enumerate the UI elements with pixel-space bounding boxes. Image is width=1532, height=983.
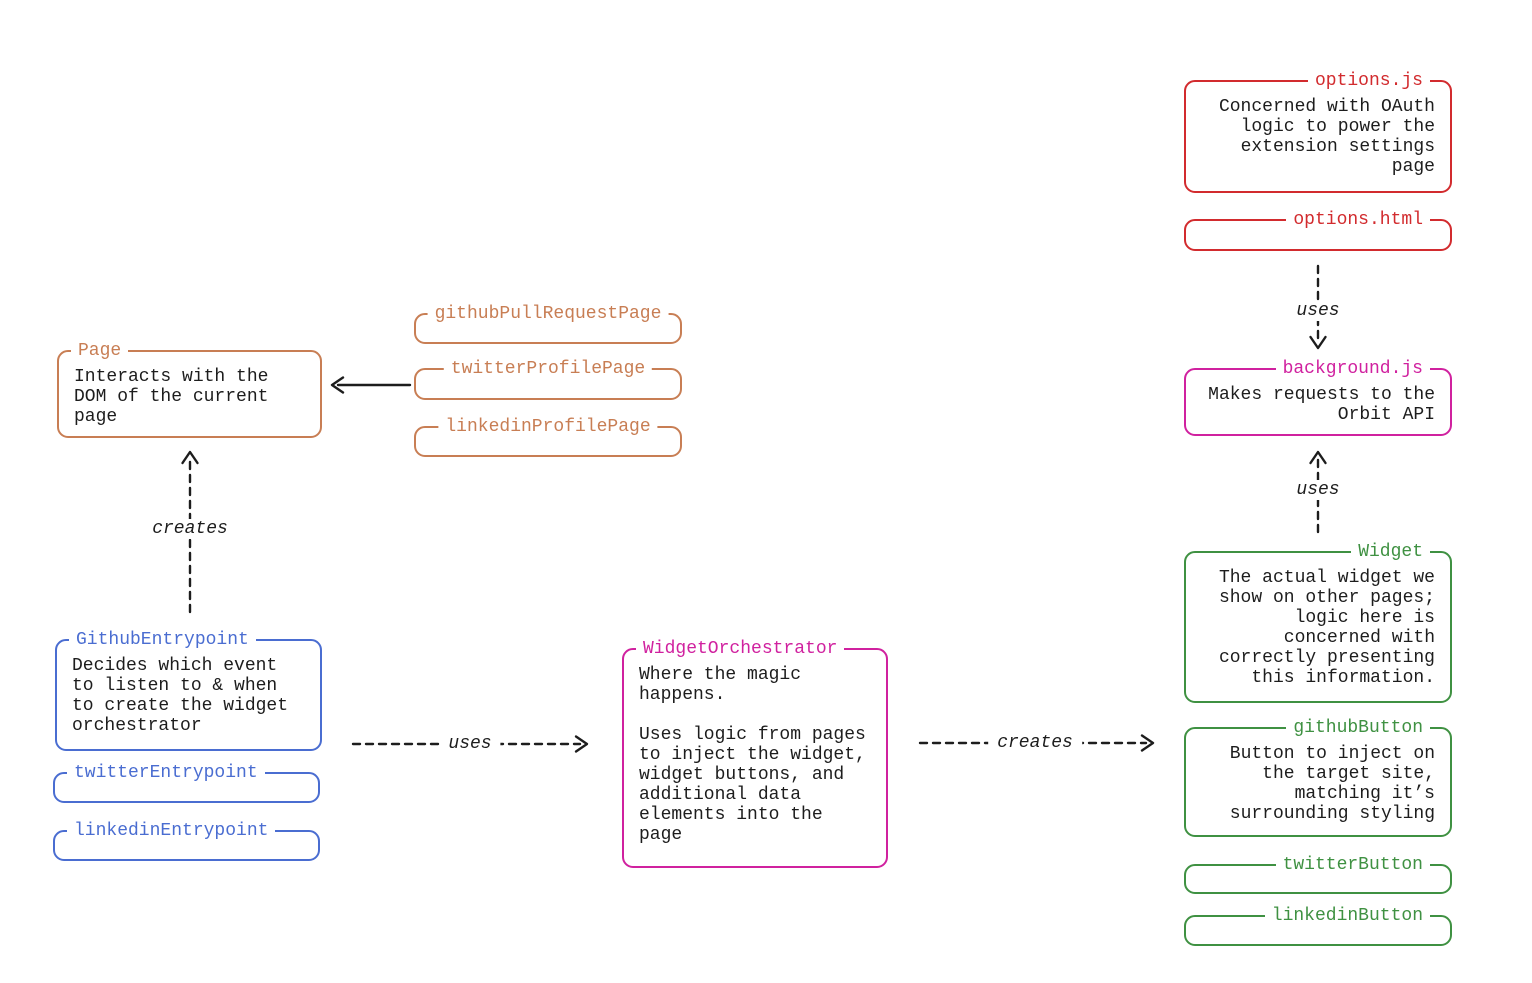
- node-twitter-profile-page: twitterProfilePage: [414, 358, 682, 400]
- arrow-widget-uses-background: [1309, 450, 1327, 534]
- node-widget: Widget The actual widget we show on othe…: [1184, 541, 1452, 703]
- node-linkedin-profile-page: linkedinProfilePage: [414, 416, 682, 457]
- edge-label-uses-orchestrator: uses: [439, 734, 501, 754]
- node-widget-orchestrator-title: WidgetOrchestrator: [636, 638, 845, 660]
- node-github-entrypoint-body: Decides which event to listen to & when …: [72, 656, 289, 736]
- arrow-pages-to-page: [330, 376, 412, 394]
- node-options-js: options.js Concerned with OAuth logic to…: [1184, 70, 1452, 193]
- node-github-button: githubButton Button to inject on the tar…: [1184, 717, 1452, 837]
- node-linkedin-button-title: linkedinButton: [1264, 905, 1430, 927]
- arrow-options-uses-background: [1309, 264, 1327, 350]
- edge-label-creates-page: creates: [143, 519, 237, 539]
- node-widget-orchestrator: WidgetOrchestrator Where the magic happe…: [622, 638, 888, 868]
- node-github-entrypoint: GithubEntrypoint Decides which event to …: [55, 629, 322, 751]
- node-linkedin-entrypoint: linkedinEntrypoint: [53, 820, 320, 861]
- edge-label-creates-buttons: creates: [988, 733, 1082, 753]
- node-twitter-entrypoint: twitterEntrypoint: [53, 762, 320, 803]
- node-options-html: options.html: [1184, 209, 1452, 251]
- node-linkedin-entrypoint-title: linkedinEntrypoint: [67, 820, 276, 842]
- arrow-entrypoint-creates-page: [181, 450, 199, 614]
- node-twitter-entrypoint-title: twitterEntrypoint: [67, 762, 265, 784]
- node-page-title: Page: [71, 340, 129, 362]
- node-twitter-button: twitterButton: [1184, 854, 1452, 894]
- node-page-body: Interacts with the DOM of the current pa…: [74, 367, 269, 427]
- arrow-entrypoints-use-orchestrator: [351, 735, 589, 753]
- node-background-js-body: Makes requests to the Orbit API: [1208, 385, 1435, 425]
- edge-label-uses-background-bottom: uses: [1287, 480, 1349, 500]
- node-background-js: background.js Makes requests to the Orbi…: [1184, 358, 1452, 436]
- node-widget-title: Widget: [1351, 541, 1430, 563]
- arrow-orchestrator-creates-buttons: [918, 734, 1155, 752]
- node-linkedin-button: linkedinButton: [1184, 905, 1452, 946]
- node-page: Page Interacts with the DOM of the curre…: [57, 340, 322, 438]
- node-github-button-title: githubButton: [1286, 717, 1430, 739]
- node-options-html-title: options.html: [1286, 209, 1430, 231]
- node-github-pull-request-page: githubPullRequestPage: [414, 303, 682, 344]
- node-options-js-body: Concerned with OAuth logic to power the …: [1218, 97, 1435, 177]
- node-twitter-profile-page-title: twitterProfilePage: [443, 358, 653, 380]
- node-widget-orchestrator-body: Where the magic happens. Uses logic from…: [639, 665, 866, 845]
- node-linkedin-profile-page-title: linkedinProfilePage: [438, 416, 658, 438]
- node-github-button-body: Button to inject on the target site, mat…: [1229, 744, 1435, 824]
- node-background-js-title: background.js: [1275, 358, 1430, 380]
- node-github-pull-request-page-title: githubPullRequestPage: [427, 303, 669, 325]
- node-widget-body: The actual widget we show on other pages…: [1218, 568, 1435, 688]
- edge-label-uses-background-top: uses: [1287, 301, 1349, 321]
- node-github-entrypoint-title: GithubEntrypoint: [69, 629, 256, 651]
- node-options-js-title: options.js: [1307, 70, 1430, 92]
- node-twitter-button-title: twitterButton: [1275, 854, 1430, 876]
